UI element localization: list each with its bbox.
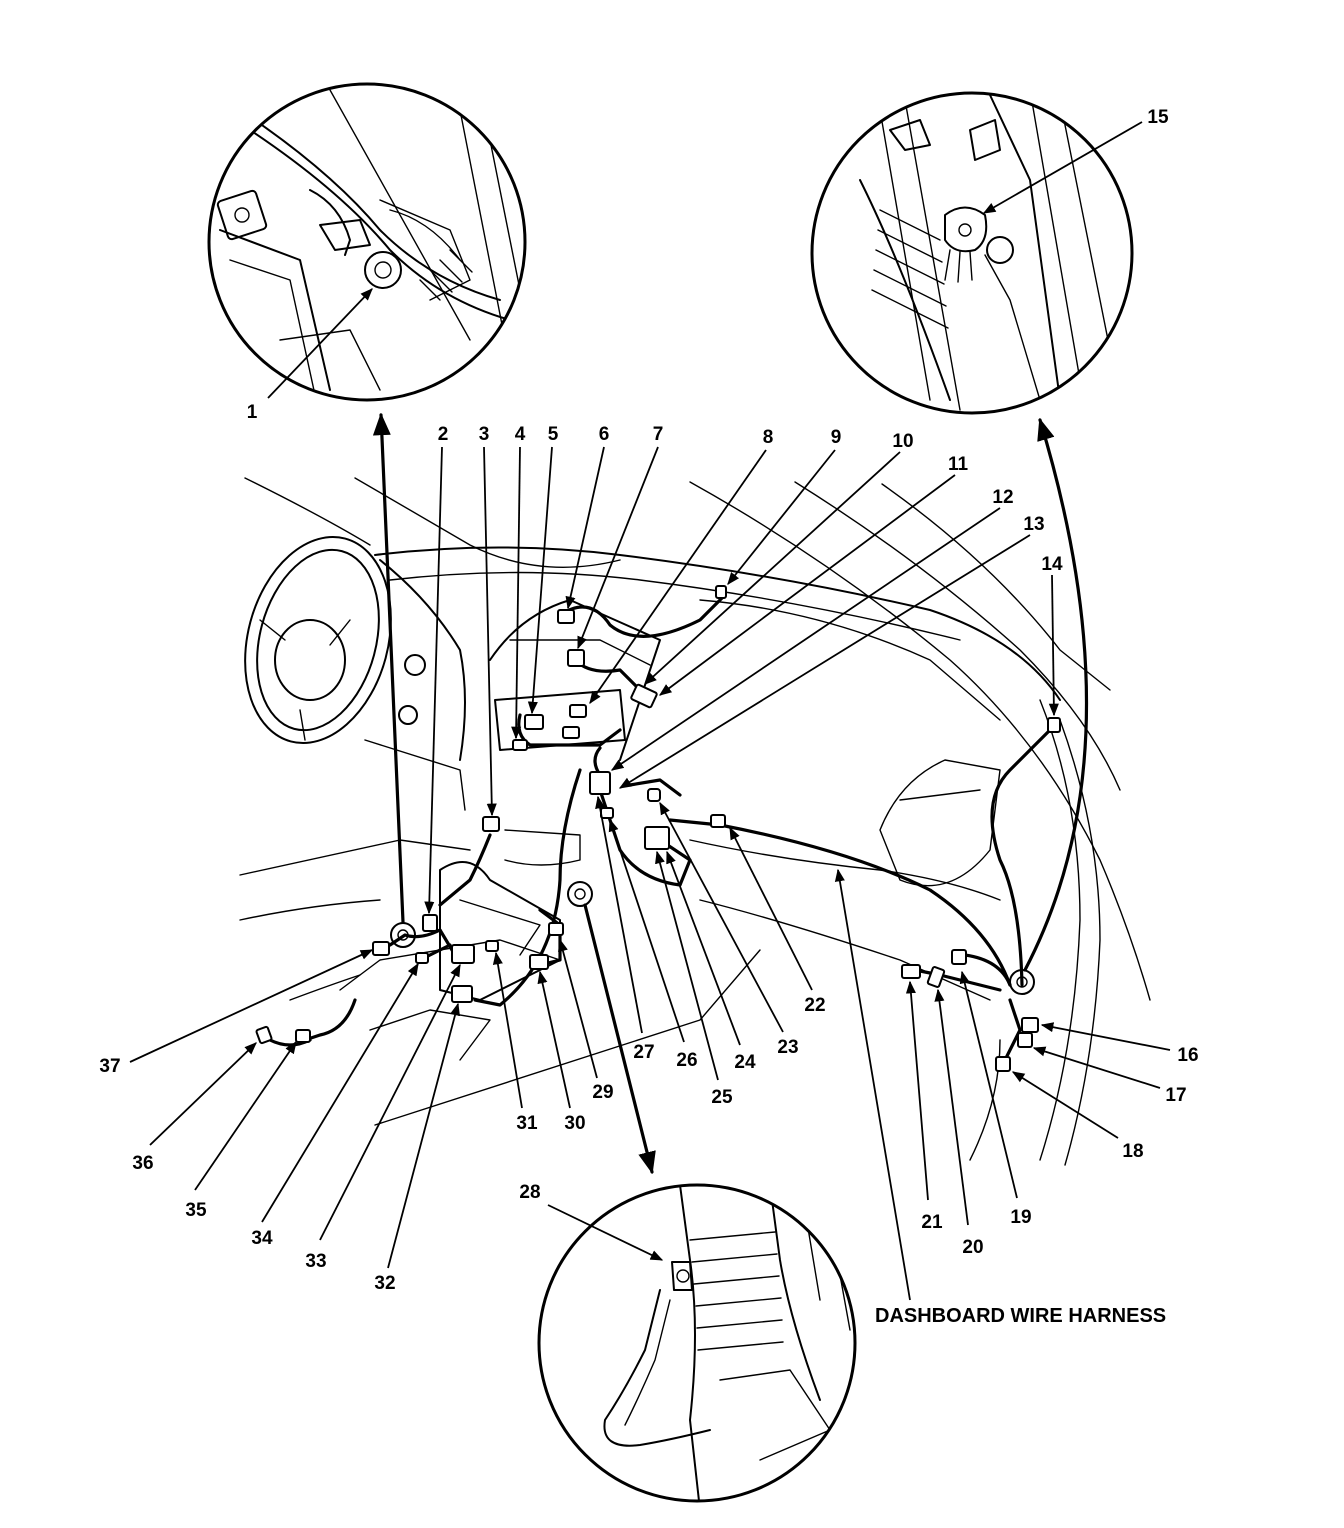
callout-30: 30	[564, 1113, 585, 1134]
callout-31: 31	[516, 1113, 538, 1134]
callout-21: 21	[921, 1212, 943, 1233]
detail-view-ground-1	[207, 82, 527, 402]
callout-17: 17	[1165, 1085, 1186, 1106]
callout-12: 12	[992, 487, 1013, 508]
callout-19: 19	[1010, 1207, 1031, 1228]
callout-5: 5	[548, 424, 559, 445]
callout-23: 23	[777, 1037, 798, 1058]
detail-view-ground-15	[810, 91, 1134, 415]
callout-numbers: 1 2 3 4 5 6 7 8 9 10 11 12 13 14 15 16 1…	[99, 107, 1198, 1294]
callout-4: 4	[515, 424, 526, 445]
callout-2: 2	[438, 424, 449, 445]
callout-35: 35	[185, 1200, 207, 1221]
callout-37: 37	[99, 1056, 120, 1077]
callout-11: 11	[948, 454, 969, 475]
callout-28: 28	[519, 1182, 540, 1203]
callout-7: 7	[653, 424, 664, 445]
callout-3: 3	[479, 424, 490, 445]
callout-20: 20	[962, 1237, 983, 1258]
callout-leaders	[129, 121, 1171, 1269]
callout-29: 29	[592, 1082, 613, 1103]
callout-1: 1	[247, 402, 258, 423]
callout-32: 32	[374, 1273, 395, 1294]
detail-link-arrows	[372, 412, 1089, 1175]
callout-16: 16	[1177, 1045, 1198, 1066]
callout-13: 13	[1023, 514, 1044, 535]
callout-14: 14	[1041, 554, 1063, 575]
callout-34: 34	[251, 1228, 273, 1249]
detail-view-ground-28	[537, 1183, 857, 1503]
caption-group: DASHBOARD WIRE HARNESS	[834, 868, 1166, 1327]
dashboard-illustration	[239, 477, 1151, 1166]
callout-36: 36	[132, 1153, 153, 1174]
callout-10: 10	[892, 431, 913, 452]
callout-25: 25	[711, 1087, 733, 1108]
callout-33: 33	[305, 1251, 326, 1272]
callout-22: 22	[804, 995, 825, 1016]
callout-15: 15	[1147, 107, 1169, 128]
callout-9: 9	[831, 427, 842, 448]
callout-18: 18	[1122, 1141, 1143, 1162]
callout-26: 26	[676, 1050, 697, 1071]
connectors	[255, 585, 1061, 1072]
harness-caption: DASHBOARD WIRE HARNESS	[875, 1305, 1166, 1327]
callout-8: 8	[763, 427, 774, 448]
callout-27: 27	[633, 1042, 654, 1063]
callout-24: 24	[734, 1052, 756, 1073]
callout-6: 6	[599, 424, 610, 445]
